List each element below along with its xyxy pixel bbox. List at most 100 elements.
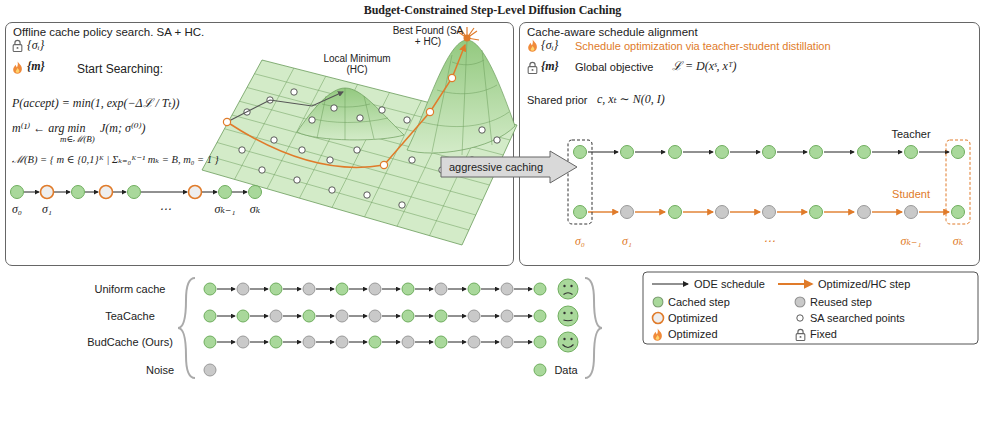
student-row	[952, 206, 965, 219]
search-landscape	[227, 45, 465, 167]
method-rows	[435, 336, 447, 348]
set-notation: {m}	[27, 60, 45, 73]
search-landscape	[494, 137, 500, 143]
method-rows	[534, 364, 546, 376]
step-chain	[24, 192, 39, 193]
method-rows	[204, 336, 216, 348]
method-rows	[237, 283, 249, 295]
method-rows	[316, 342, 334, 343]
icon	[13, 40, 22, 51]
method-rows	[468, 310, 480, 322]
icon	[528, 40, 537, 52]
method-label: BudCache (Ours)	[87, 336, 173, 348]
smiley-face	[564, 293, 573, 295]
teacher-row	[683, 152, 713, 153]
legend-frame	[796, 329, 805, 340]
step-label: σ₁	[622, 235, 632, 248]
legend-text: SA searched points	[810, 312, 905, 324]
legend-text: Optimized	[668, 312, 718, 324]
student-row	[730, 212, 760, 213]
method-rows	[382, 342, 400, 343]
method-rows	[237, 310, 249, 322]
legend-frame	[653, 313, 664, 324]
smiley-face	[558, 279, 578, 299]
method-rows	[402, 283, 414, 295]
method-rows	[435, 310, 447, 322]
method-rows	[178, 278, 602, 378]
legend-text: Fixed	[810, 328, 837, 340]
method-rows	[468, 336, 480, 348]
method-rows	[402, 310, 414, 322]
method-rows	[349, 342, 367, 343]
icon	[13, 62, 22, 74]
method-rows	[415, 342, 433, 343]
objective-note: Schedule optimization via teacher-studen…	[575, 40, 831, 52]
formula: ℒ = D(xˢ, xᵀ)	[672, 60, 737, 73]
search-landscape	[271, 137, 277, 143]
smiley-face	[570, 312, 572, 314]
search-landscape	[404, 117, 410, 123]
smiley-face	[563, 338, 565, 340]
student-row	[669, 206, 682, 219]
method-label: TeaCache	[105, 310, 155, 322]
method-rows	[303, 336, 315, 348]
method-rows	[369, 336, 381, 348]
teacher-row	[574, 146, 965, 159]
teacher-row	[858, 146, 871, 159]
method-label: Uniform cache	[95, 283, 166, 295]
method-rows	[250, 316, 268, 317]
method-rows	[448, 316, 466, 317]
smiley-face	[563, 312, 565, 314]
student-row	[574, 206, 587, 219]
teacher-row	[824, 152, 854, 153]
student-row	[905, 206, 918, 219]
step-chain	[72, 186, 85, 199]
axis-label: Noise	[146, 364, 174, 376]
method-rows	[270, 336, 282, 348]
search-landscape	[331, 105, 337, 111]
teacher-row	[669, 146, 682, 159]
formula: ℳ(B) = { m ∈ {0,1}ᴷ | Σₖ₌₀ᴷ⁻¹ mₖ = B, m₀…	[12, 154, 219, 166]
smiley-face	[563, 345, 574, 348]
search-landscape	[354, 147, 360, 153]
method-rows	[303, 310, 315, 322]
method-rows	[534, 336, 546, 348]
formula: m⁽¹⁾ ← arg min	[12, 122, 85, 135]
search-landscape	[357, 115, 363, 121]
method-rows	[336, 283, 348, 295]
method-rows	[481, 316, 499, 317]
method-rows	[514, 342, 532, 343]
method-rows	[448, 342, 466, 343]
teacher-row	[919, 152, 949, 153]
search-landscape	[294, 177, 300, 183]
row-label: Teacher	[891, 128, 930, 140]
legend-frame	[653, 329, 662, 341]
step-chain	[189, 186, 202, 199]
method-rows	[336, 310, 348, 322]
method-rows	[415, 316, 433, 317]
peak-label: Best Found (SA + HC)	[392, 25, 464, 47]
legend-text: ODE schedule	[694, 278, 765, 290]
icon	[528, 62, 537, 73]
step-chain	[113, 192, 126, 193]
step-chain	[128, 186, 141, 199]
method-rows	[468, 283, 480, 295]
search-landscape	[310, 88, 388, 140]
method-rows	[316, 316, 334, 317]
legend-text: Optimized/HC step	[818, 278, 910, 290]
student-row	[872, 212, 902, 213]
method-rows	[514, 316, 532, 317]
formula: c, xₜ ∼ N(0, I)	[597, 93, 665, 106]
figure-title: Budget-Constrained Step-Level Diffusion …	[0, 3, 985, 18]
search-landscape	[380, 161, 387, 168]
step-label: σₖ	[250, 203, 260, 216]
legend-frame	[797, 315, 803, 321]
method-rows	[303, 283, 315, 295]
step-chain	[41, 186, 54, 199]
teacher-row	[574, 146, 587, 159]
teacher-row	[905, 146, 918, 159]
step-label: σₖ	[953, 235, 963, 248]
search-landscape	[227, 92, 343, 122]
student-row	[683, 212, 713, 213]
smiley-face	[564, 319, 573, 321]
